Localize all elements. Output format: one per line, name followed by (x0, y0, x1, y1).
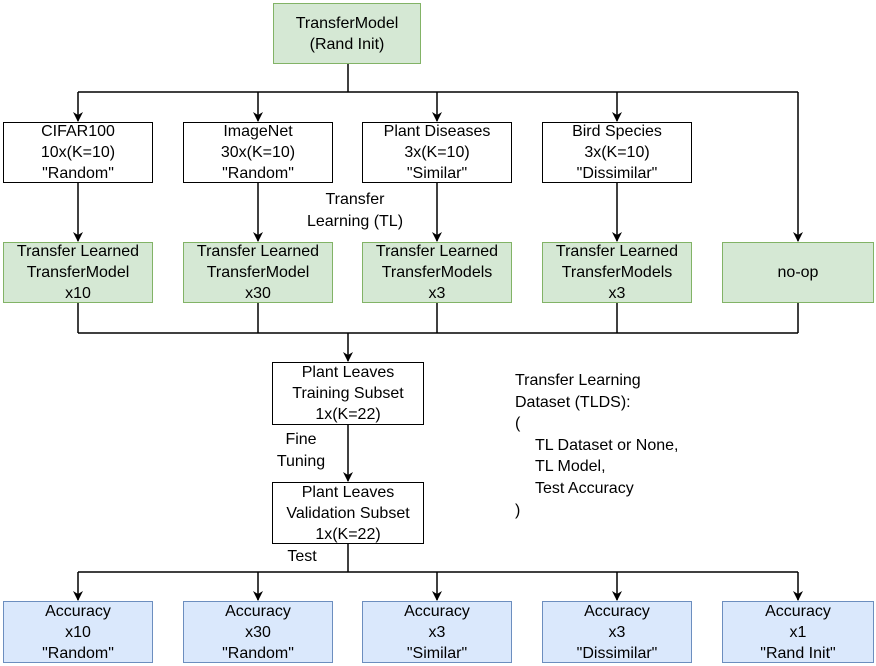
training-subset-box: Plant Leaves Training Subset 1x(K=22) (272, 362, 424, 425)
test-label-text: Test (287, 548, 317, 565)
learned-model-count: x30 (245, 285, 271, 302)
transfer-learning-label-line1: Transfer (325, 191, 385, 208)
learned-model-count: x3 (428, 285, 446, 302)
tlds-note-line3: ( (515, 415, 521, 433)
tlds-note-line2: Dataset (TLDS): (515, 393, 631, 411)
training-subset-count: 1x(K=22) (315, 406, 381, 423)
learned-model-line2: TransferModels (381, 264, 493, 281)
accuracy-type: "Rand Init" (760, 644, 836, 662)
accuracy-title: Accuracy (225, 602, 291, 620)
dataset-name: CIFAR100 (41, 123, 115, 140)
validation-subset-line2: Validation Subset (286, 504, 410, 522)
noop-label: no-op (777, 264, 819, 281)
fine-tuning-label: Fine Tuning (266, 429, 336, 473)
accuracy-box-random-imagenet: Accuracy x30 "Random" (183, 601, 333, 663)
learned-model-box-imagenet: Transfer Learned TransferModel x30 (183, 242, 333, 303)
root-model-title: TransferModel (295, 14, 399, 32)
root-model-subtitle: (Rand Init) (309, 35, 385, 53)
learned-model-line1: Transfer Learned (196, 243, 320, 260)
accuracy-title: Accuracy (584, 602, 650, 620)
dataset-count: 10x(K=10) (40, 144, 116, 161)
accuracy-title: Accuracy (45, 602, 111, 620)
dataset-count: 3x(K=10) (404, 144, 470, 161)
learned-model-line1: Transfer Learned (375, 243, 499, 260)
dataset-count: 30x(K=10) (220, 144, 296, 161)
accuracy-type: "Dissimilar" (576, 644, 658, 662)
training-subset-line1: Plant Leaves (301, 364, 395, 381)
accuracy-box-similar: Accuracy x3 "Similar" (362, 601, 512, 663)
tlds-note-line5: TL Model, (535, 458, 606, 476)
accuracy-title: Accuracy (765, 602, 831, 620)
accuracy-count: x3 (608, 623, 626, 641)
learned-model-box-bird-species: Transfer Learned TransferModels x3 (542, 242, 692, 303)
fine-tuning-label-line2: Tuning (276, 453, 326, 470)
dataset-type: "Random" (222, 165, 294, 182)
validation-subset-line1: Plant Leaves (301, 483, 395, 501)
accuracy-box-random-cifar: Accuracy x10 "Random" (3, 601, 153, 663)
tlds-note-line7: ) (515, 501, 521, 519)
learned-model-line2: TransferModel (26, 264, 130, 281)
learned-model-box-cifar100: Transfer Learned TransferModel x10 (3, 242, 153, 303)
transfer-learning-label: Transfer Learning (TL) (290, 189, 420, 233)
accuracy-type: "Similar" (406, 644, 468, 662)
accuracy-type: "Random" (42, 644, 114, 662)
learned-model-box-plant-diseases: Transfer Learned TransferModels x3 (362, 242, 512, 303)
dataset-type: "Similar" (406, 165, 468, 182)
dataset-count: 3x(K=10) (584, 144, 650, 161)
noop-box: no-op (722, 242, 874, 303)
accuracy-count: x30 (245, 623, 271, 641)
dataset-type: "Random" (42, 165, 114, 182)
tlds-note-line6: Test Accuracy (535, 479, 634, 497)
learned-model-count: x10 (65, 285, 91, 302)
learned-model-count: x3 (608, 285, 626, 302)
root-model-box: TransferModel (Rand Init) (273, 3, 421, 64)
learned-model-line2: TransferModel (206, 264, 310, 281)
tlds-note-line4: TL Dataset or None, (535, 436, 679, 454)
dataset-type: "Dissimilar" (576, 165, 658, 182)
accuracy-title: Accuracy (404, 602, 470, 620)
accuracy-type: "Random" (222, 644, 294, 662)
accuracy-count: x1 (789, 623, 807, 641)
dataset-box-bird-species: Bird Species 3x(K=10) "Dissimilar" (542, 122, 692, 183)
dataset-box-plant-diseases: Plant Diseases 3x(K=10) "Similar" (362, 122, 512, 183)
validation-subset-box: Plant Leaves Validation Subset 1x(K=22) (272, 482, 424, 544)
dataset-name: Bird Species (572, 123, 662, 140)
accuracy-count: x3 (428, 623, 446, 641)
learned-model-line1: Transfer Learned (555, 243, 679, 260)
fine-tuning-label-line1: Fine (285, 431, 317, 448)
accuracy-box-dissimilar: Accuracy x3 "Dissimilar" (542, 601, 692, 663)
learned-model-line1: Transfer Learned (16, 243, 140, 260)
dataset-box-imagenet: ImageNet 30x(K=10) "Random" (183, 122, 333, 183)
dataset-name: ImageNet (223, 123, 293, 140)
learned-model-line2: TransferModels (561, 264, 673, 281)
dataset-box-cifar100: CIFAR100 10x(K=10) "Random" (3, 122, 153, 183)
accuracy-count: x10 (65, 623, 91, 641)
test-label: Test (280, 546, 324, 568)
validation-subset-count: 1x(K=22) (315, 525, 381, 543)
dataset-name: Plant Diseases (383, 123, 491, 140)
training-subset-line2: Training Subset (292, 385, 404, 402)
tlds-note: Transfer Learning Dataset (TLDS): ( TL D… (515, 370, 678, 521)
transfer-learning-label-line2: Learning (TL) (306, 213, 404, 230)
accuracy-box-rand-init: Accuracy x1 "Rand Init" (722, 601, 874, 663)
tlds-note-line1: Transfer Learning (515, 372, 641, 389)
